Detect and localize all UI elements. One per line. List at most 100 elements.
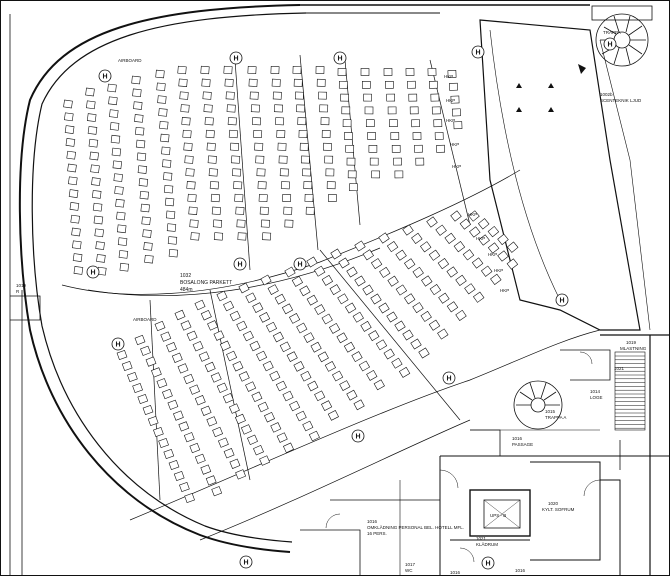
seat [373, 379, 385, 391]
seat [326, 181, 336, 190]
room-name-trappa-top: TRAPPA [603, 30, 621, 35]
seat [427, 68, 437, 76]
seat [91, 190, 102, 199]
seat [450, 210, 462, 222]
seat [135, 126, 145, 136]
seat [162, 159, 172, 168]
seat [256, 350, 268, 362]
seat [407, 80, 416, 89]
seat [308, 430, 320, 442]
room-number-trappa-a: 1015 [545, 409, 556, 414]
seat [468, 210, 480, 222]
seat [211, 206, 221, 215]
seat-column [247, 65, 272, 241]
seat [192, 340, 204, 352]
seat [205, 475, 217, 486]
h-marker-label: H [297, 262, 302, 269]
spiral-stair-top [591, 5, 653, 67]
seat [171, 352, 183, 363]
seat [213, 232, 224, 241]
seat [168, 459, 180, 471]
hkp-label: HKP [468, 212, 477, 217]
seat [430, 93, 440, 102]
seat-column [63, 99, 84, 275]
seat [166, 342, 177, 353]
seat-column [337, 68, 358, 192]
seat [255, 155, 265, 164]
seat [330, 248, 342, 260]
seat [446, 266, 458, 278]
seat [232, 360, 244, 372]
h-marker: H [333, 51, 347, 65]
seat [188, 206, 198, 215]
h-marker: H [86, 265, 100, 279]
seat [201, 78, 211, 87]
seat [194, 395, 206, 406]
seat [247, 434, 258, 446]
seat [283, 206, 293, 215]
room-number-wc: 1017 [405, 562, 416, 567]
seat [368, 144, 378, 153]
seat [420, 310, 432, 322]
seat [297, 117, 307, 126]
seat [257, 401, 269, 413]
seat [132, 382, 143, 394]
seat [108, 96, 118, 106]
seat [455, 309, 467, 321]
room-labels: 1032 BOSALONG PARKETT 484m 1015 TRAPPA A… [16, 30, 647, 575]
seat [85, 87, 95, 97]
seat [70, 214, 80, 224]
seat [133, 101, 143, 110]
seat [383, 68, 393, 76]
seat-column [426, 216, 502, 286]
seat [419, 241, 432, 253]
seat [367, 132, 376, 140]
seat [183, 142, 193, 151]
seat [181, 117, 191, 126]
h-marker: H [442, 371, 456, 385]
seat [212, 219, 223, 228]
seat [435, 224, 447, 236]
room-name-parkett: BOSALONG PARKETT [180, 280, 232, 286]
hkp-label: HKP [450, 142, 459, 147]
seat [222, 392, 234, 404]
h-marker-label: H [337, 56, 342, 63]
room-number-bottom: 1016 [450, 570, 461, 575]
seat [342, 119, 352, 128]
h-marker: H [293, 257, 307, 271]
seat [408, 93, 418, 102]
seat [304, 194, 314, 202]
seat [428, 249, 441, 261]
seat [462, 249, 475, 261]
seat [223, 65, 233, 75]
hkp-label: HKP [446, 98, 455, 103]
seat [259, 455, 271, 466]
seat [276, 130, 286, 138]
seat [360, 320, 372, 332]
seat [289, 313, 301, 324]
seat [363, 93, 372, 102]
seat [114, 186, 124, 195]
seat [209, 181, 219, 190]
seat [438, 292, 450, 304]
seat [234, 413, 246, 425]
seat [262, 360, 274, 372]
seat [142, 229, 152, 238]
seat [464, 283, 476, 295]
seat [208, 168, 218, 177]
seat [325, 168, 335, 177]
seat [179, 91, 189, 100]
seat [226, 350, 238, 362]
seat-column [134, 334, 223, 497]
seat [383, 348, 395, 360]
seat [118, 250, 129, 259]
seat [506, 258, 519, 270]
room-name-vestib: MLASTNING [620, 346, 647, 351]
seat [284, 219, 294, 228]
seat [455, 274, 467, 286]
seat [391, 144, 401, 153]
auditorium-curves [61, 54, 601, 541]
seat [490, 273, 502, 286]
seat [321, 400, 333, 411]
seat [109, 109, 119, 118]
